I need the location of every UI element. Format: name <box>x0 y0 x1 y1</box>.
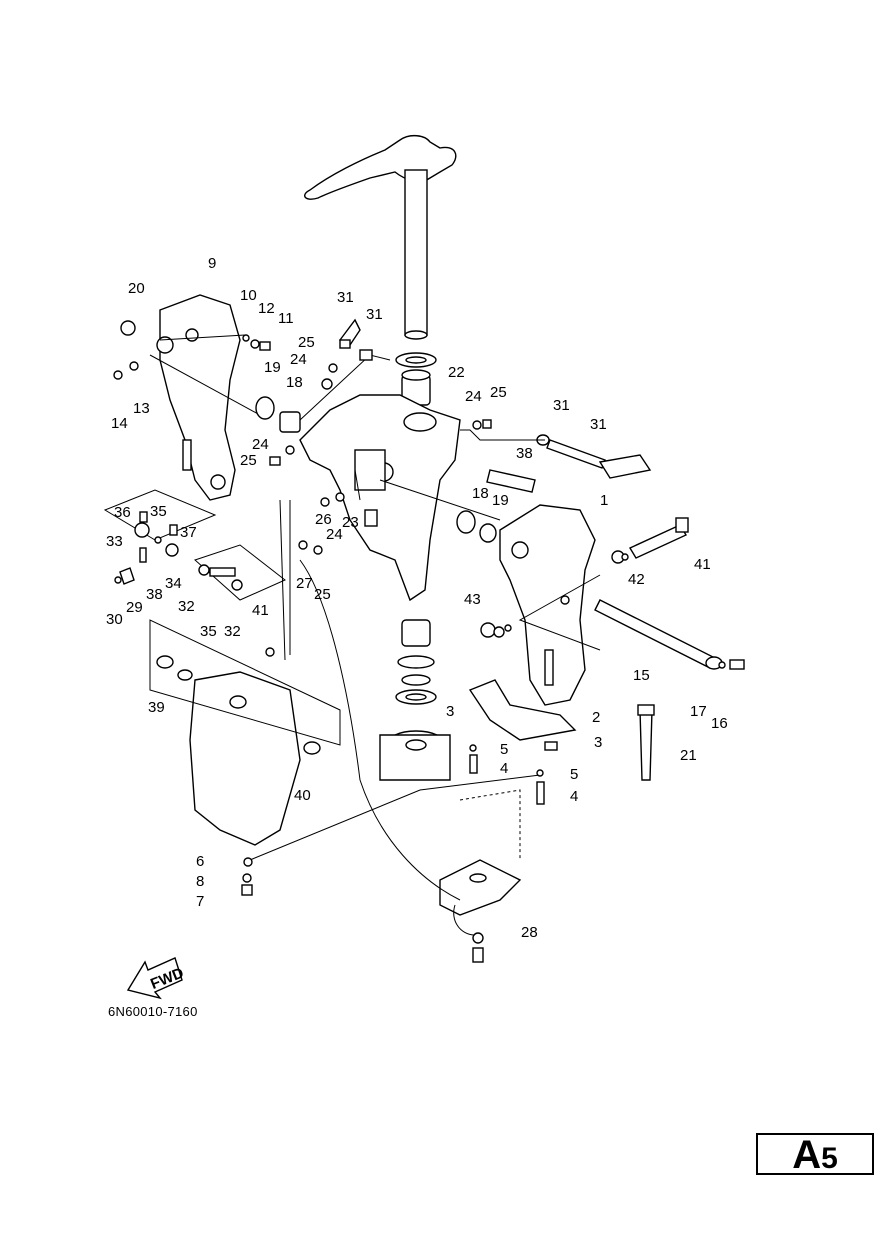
callout: 15 <box>633 667 650 684</box>
clamp-bracket-left <box>156 294 241 501</box>
callout: 30 <box>106 611 123 628</box>
callout: 32 <box>178 598 195 615</box>
callout: 2 <box>592 709 600 726</box>
callout: 31 <box>366 306 383 323</box>
tilt-tube <box>594 517 723 781</box>
callout: 19 <box>264 359 281 376</box>
page-letter: A <box>792 1133 822 1177</box>
steering-arm <box>304 135 457 340</box>
callout: 3 <box>446 703 454 720</box>
callout: 43 <box>464 591 481 608</box>
callout: 25 <box>314 586 331 603</box>
callout: 3 <box>594 734 602 751</box>
callout: 27 <box>296 575 313 592</box>
callout: 8 <box>196 873 204 890</box>
callout: 40 <box>294 787 311 804</box>
fwd-arrow-icon: FWD <box>126 957 186 1000</box>
callout: 41 <box>252 602 269 619</box>
callout: 24 <box>465 388 482 405</box>
callout: 4 <box>570 788 578 805</box>
callout: 36 <box>114 504 131 521</box>
callout: 39 <box>148 699 165 716</box>
callout: 6 <box>196 853 204 870</box>
callout: 35 <box>200 623 217 640</box>
callout: 5 <box>500 741 508 758</box>
callout: 24 <box>290 351 307 368</box>
callout: 13 <box>133 400 150 417</box>
callout: 26 <box>315 511 332 528</box>
diagram-code: 6N60010-7160 <box>108 1004 198 1019</box>
callout: 29 <box>126 599 143 616</box>
callout: 11 <box>278 310 294 327</box>
callout: 35 <box>150 503 167 520</box>
callout: 25 <box>240 452 257 469</box>
page-badge: A 5 <box>756 1133 874 1175</box>
callout: 31 <box>590 416 607 433</box>
callout: 14 <box>111 415 128 432</box>
callout: 38 <box>516 445 533 462</box>
callout: 25 <box>298 334 315 351</box>
callout: 16 <box>711 715 728 732</box>
callout: 20 <box>128 280 145 297</box>
callout: 33 <box>106 533 123 550</box>
callout: 18 <box>472 485 489 502</box>
swivel-bracket <box>299 394 461 602</box>
bottom-plate <box>439 789 522 916</box>
callout: 34 <box>165 575 182 592</box>
callout: 12 <box>258 300 275 317</box>
lower-mount-plate <box>379 679 577 781</box>
callout: 9 <box>208 255 216 272</box>
callout: 22 <box>448 364 465 381</box>
callout: 1 <box>600 492 608 509</box>
callout: 24 <box>326 526 343 543</box>
steering-shaft-bushings <box>395 352 437 705</box>
callout: 4 <box>500 760 508 777</box>
callout: 28 <box>521 924 538 941</box>
callout: 37 <box>180 524 197 541</box>
tilt-lever <box>486 434 652 493</box>
hardware <box>113 318 745 963</box>
callout: 31 <box>553 397 570 414</box>
callout: 41 <box>694 556 711 573</box>
callout: 10 <box>240 287 257 304</box>
callout: 32 <box>224 623 241 640</box>
callout: 5 <box>570 766 578 783</box>
callout: 21 <box>680 747 697 764</box>
callout: 23 <box>342 514 359 531</box>
callout: 18 <box>286 374 303 391</box>
callout: 24 <box>252 436 269 453</box>
callout: 17 <box>690 703 707 720</box>
callout: 25 <box>490 384 507 401</box>
callout: 38 <box>146 586 163 603</box>
callout: 42 <box>628 571 645 588</box>
damper-unit <box>156 655 321 846</box>
callout-labels: 1 2 3 3 4 4 5 5 6 7 8 9 10 11 12 13 14 1… <box>106 255 728 941</box>
callout: 7 <box>196 893 204 910</box>
callout: 31 <box>337 289 354 306</box>
callout: 19 <box>492 492 509 509</box>
page-number: 5 <box>821 1142 838 1175</box>
